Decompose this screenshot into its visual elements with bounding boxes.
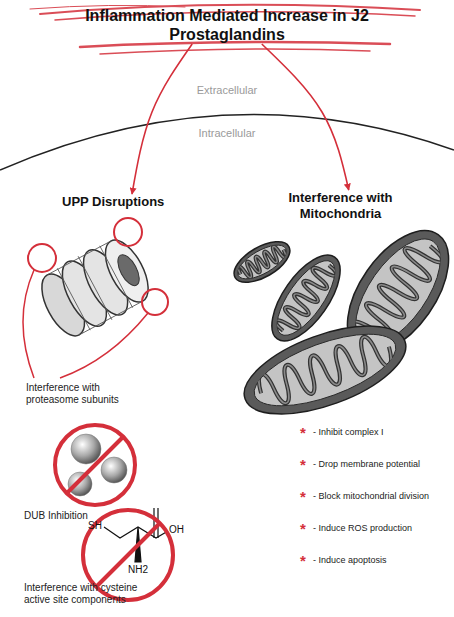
proteasome-pore [114, 251, 144, 289]
dub-illustration [55, 425, 135, 505]
region-label: Intracellular [187, 127, 267, 139]
effect-item: - Drop membrane potential [313, 458, 420, 470]
heading-box: Interference with Mitochondria [258, 190, 423, 222]
dub-sphere [71, 434, 101, 464]
dub-sphere [101, 457, 127, 483]
dub-sphere [68, 472, 92, 496]
bullet-asterisk: * [300, 490, 306, 504]
bullet-asterisk: * [300, 554, 306, 568]
atom-label: SH [88, 520, 102, 532]
leader-line [60, 313, 148, 378]
leader-line [23, 270, 34, 378]
node-text: Interference with Mitochondria [258, 190, 423, 222]
prohibition-sign [55, 425, 135, 505]
proteasome-illustration [32, 232, 158, 344]
effect-item: - Block mitochondrial division [313, 490, 429, 502]
annotation-label: Interference with cysteine active site c… [24, 582, 164, 606]
mitochondrion [233, 308, 417, 432]
highlight-circle [114, 218, 142, 246]
effect-item: - Induce apoptosis [313, 554, 387, 566]
heading-box: UPP Disruptions [62, 194, 202, 210]
prohibition-slash [67, 437, 123, 493]
flow-arrow [132, 44, 192, 194]
region-label: Extracellular [187, 84, 267, 96]
subunit-highlights [23, 218, 168, 378]
prohibition-slash [96, 523, 160, 587]
annotation-label: DUB Inhibition [24, 510, 134, 522]
brush-stroke [100, 49, 370, 54]
bullet-asterisk: * [300, 522, 306, 536]
brush-strokes [30, 5, 420, 54]
proteasome-detail [46, 239, 143, 336]
effect-item: - Induce ROS production [313, 522, 412, 534]
bullet-asterisk: * [300, 458, 306, 472]
mitochondria-illustration [228, 213, 454, 432]
highlight-circle [142, 289, 168, 315]
bullet-asterisk: * [300, 426, 306, 440]
annotation-label: Interference with proteasome subunits [26, 382, 141, 406]
flow-arrow [262, 44, 349, 190]
effect-item: - Inhibit complex I [313, 426, 384, 438]
mitochondrion [228, 234, 297, 291]
node-text: UPP Disruptions [62, 194, 202, 210]
highlight-circle [28, 244, 56, 272]
atom-label: NH2 [128, 564, 148, 576]
cell-membrane [0, 114, 454, 170]
title-box: Inflammation Mediated Increase in J2 Pro… [82, 6, 372, 44]
atom-label: OH [169, 524, 184, 536]
node-text: Inflammation Mediated Increase in J2 Pro… [82, 6, 372, 44]
